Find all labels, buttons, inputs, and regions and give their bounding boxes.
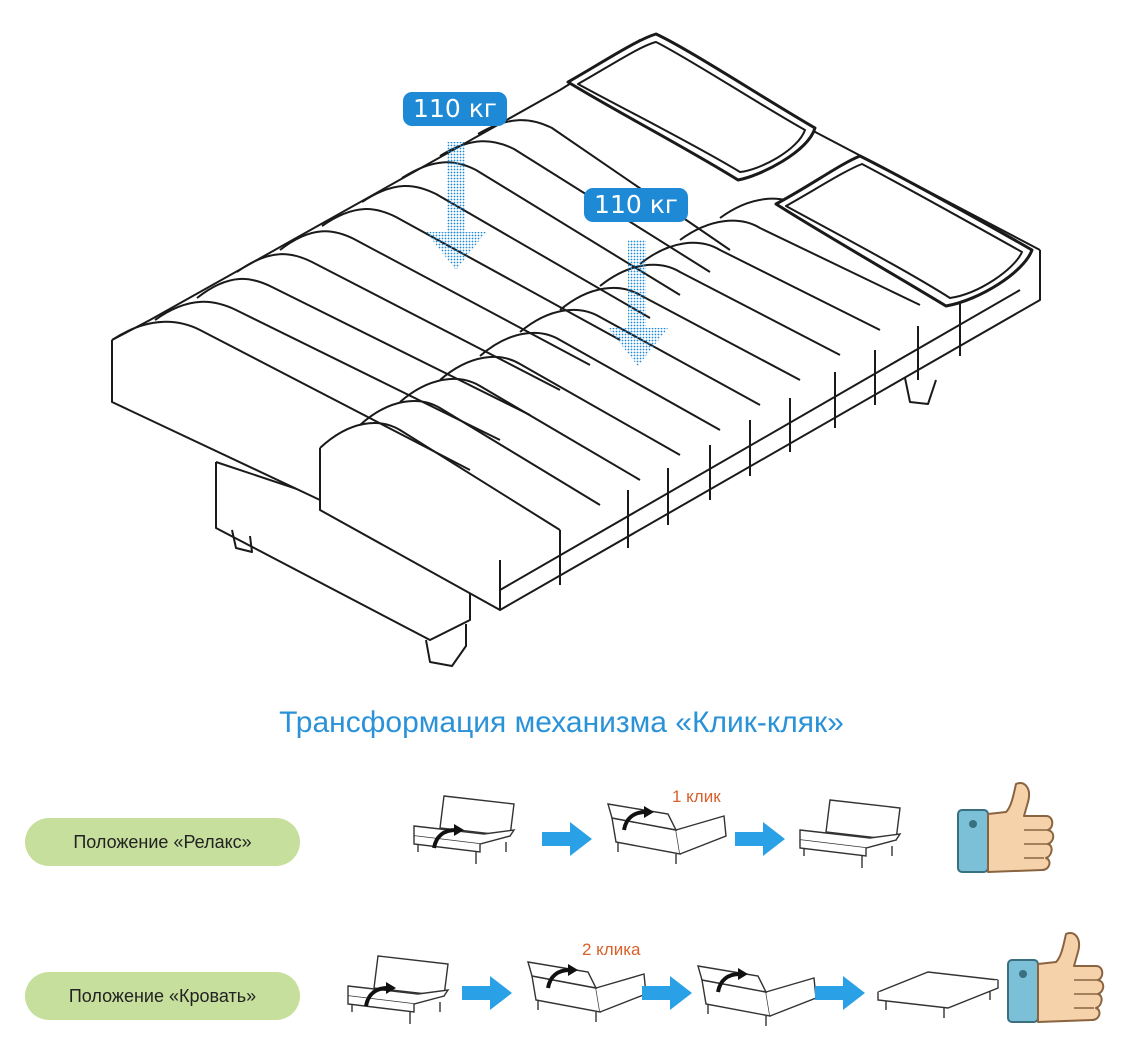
step-bed-click-1 [527, 961, 647, 1023]
curl-arrow-icon [364, 980, 398, 1008]
curl-arrow-icon [716, 966, 750, 994]
thumbs-up-icon [957, 781, 1055, 873]
curl-arrow-icon [432, 822, 466, 850]
down-arrow-icon [608, 240, 668, 366]
sofa-bed-drawing [111, 32, 1041, 667]
load-badge-2: 110 кг [584, 188, 688, 222]
step-bed-result [877, 971, 999, 1019]
position-bed-label: Положение «Кровать» [25, 972, 300, 1020]
down-arrow-icon [426, 142, 486, 270]
curl-arrow-icon [622, 804, 656, 832]
load-badge-1: 110 кг [403, 92, 507, 126]
step-bed-start [347, 955, 449, 1025]
step-relax-result [799, 799, 901, 869]
clicks-count-1: 1 клик [672, 787, 721, 806]
position-relax-label: Положение «Релакс» [25, 818, 300, 866]
step-relax-start [413, 795, 515, 865]
arrow-right-icon [815, 976, 865, 1010]
page-title: Трансформация механизма «Клик-кляк» [279, 706, 844, 739]
arrow-right-icon [735, 822, 785, 856]
arrow-right-icon [542, 822, 592, 856]
step-relax-click [607, 803, 727, 865]
arrow-right-icon [462, 976, 512, 1010]
arrow-right-icon [642, 976, 692, 1010]
curl-arrow-icon [546, 962, 580, 990]
thumbs-up-icon [1007, 931, 1105, 1023]
step-bed-click-2 [697, 965, 817, 1027]
clicks-count-2: 2 клика [582, 940, 641, 959]
